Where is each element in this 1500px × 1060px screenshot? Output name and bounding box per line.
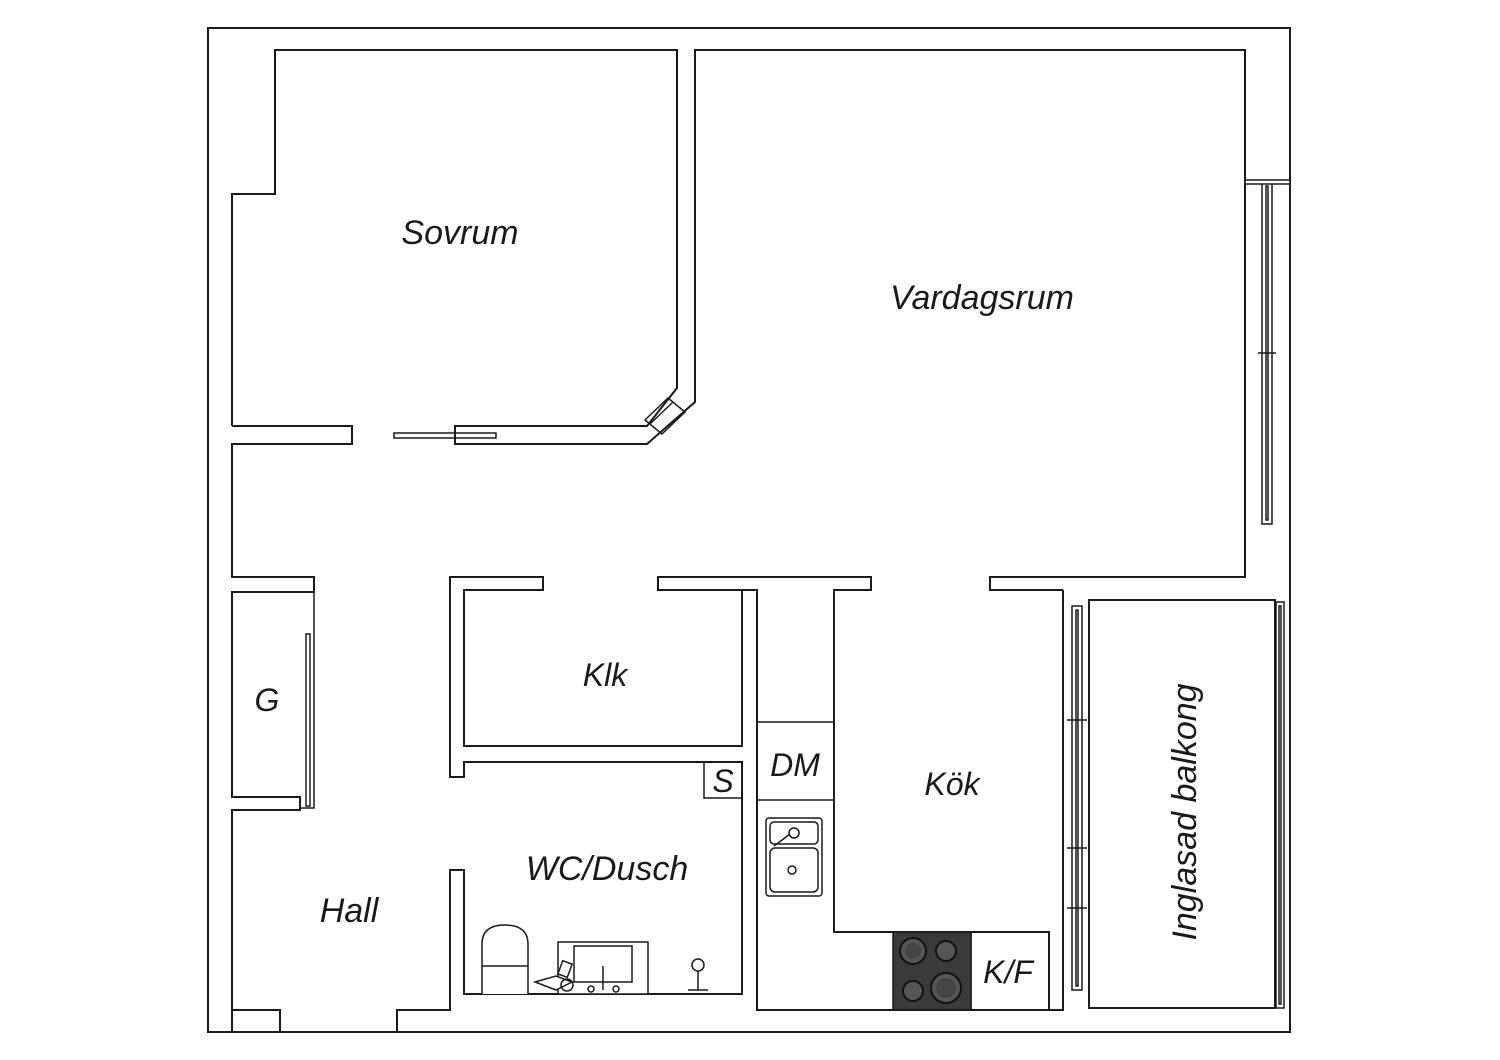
room-label-wc-dusch: WC/Dusch <box>526 850 688 888</box>
bathroom-sink <box>557 941 649 995</box>
kitchen-sink <box>765 817 823 897</box>
room-label-kf: K/F <box>983 954 1035 990</box>
room-label-sovrum: Sovrum <box>401 214 518 252</box>
balcony-outline <box>1088 599 1276 1009</box>
room-label-s: S <box>712 763 733 799</box>
closet-g-door <box>300 591 315 809</box>
shower <box>688 958 708 991</box>
room-label-vardagsrum: Vardagsrum <box>890 279 1074 317</box>
hall-wall <box>232 1009 281 1032</box>
window-balcony-outer <box>1275 601 1285 1009</box>
kok-dm-wall <box>757 721 834 801</box>
room-label-kok: Kök <box>924 766 981 802</box>
s-box <box>703 761 743 799</box>
toilet <box>481 924 529 994</box>
window-kitchen-balcony <box>1067 605 1087 991</box>
room-label-dm: DM <box>770 747 820 783</box>
sovrum-sliding-door <box>393 432 497 439</box>
outer-boundary <box>207 27 1291 1033</box>
stove <box>892 931 972 1011</box>
bathroom-small-items <box>532 959 574 992</box>
room-label-g: G <box>255 682 280 718</box>
sovrum-door-stub <box>231 425 353 593</box>
room-label-klk: Klk <box>583 657 629 693</box>
closet-g-wall <box>231 591 301 1032</box>
room-label-balkong: Inglasad balkong <box>1166 683 1204 940</box>
window-vardagsrum <box>1244 179 1291 525</box>
sovrum-closet <box>643 396 687 436</box>
sovrum-wall <box>231 49 1246 591</box>
kf-box <box>970 931 1050 1011</box>
kok-wall-right <box>1048 590 1064 1011</box>
room-label-hall: Hall <box>320 892 380 930</box>
